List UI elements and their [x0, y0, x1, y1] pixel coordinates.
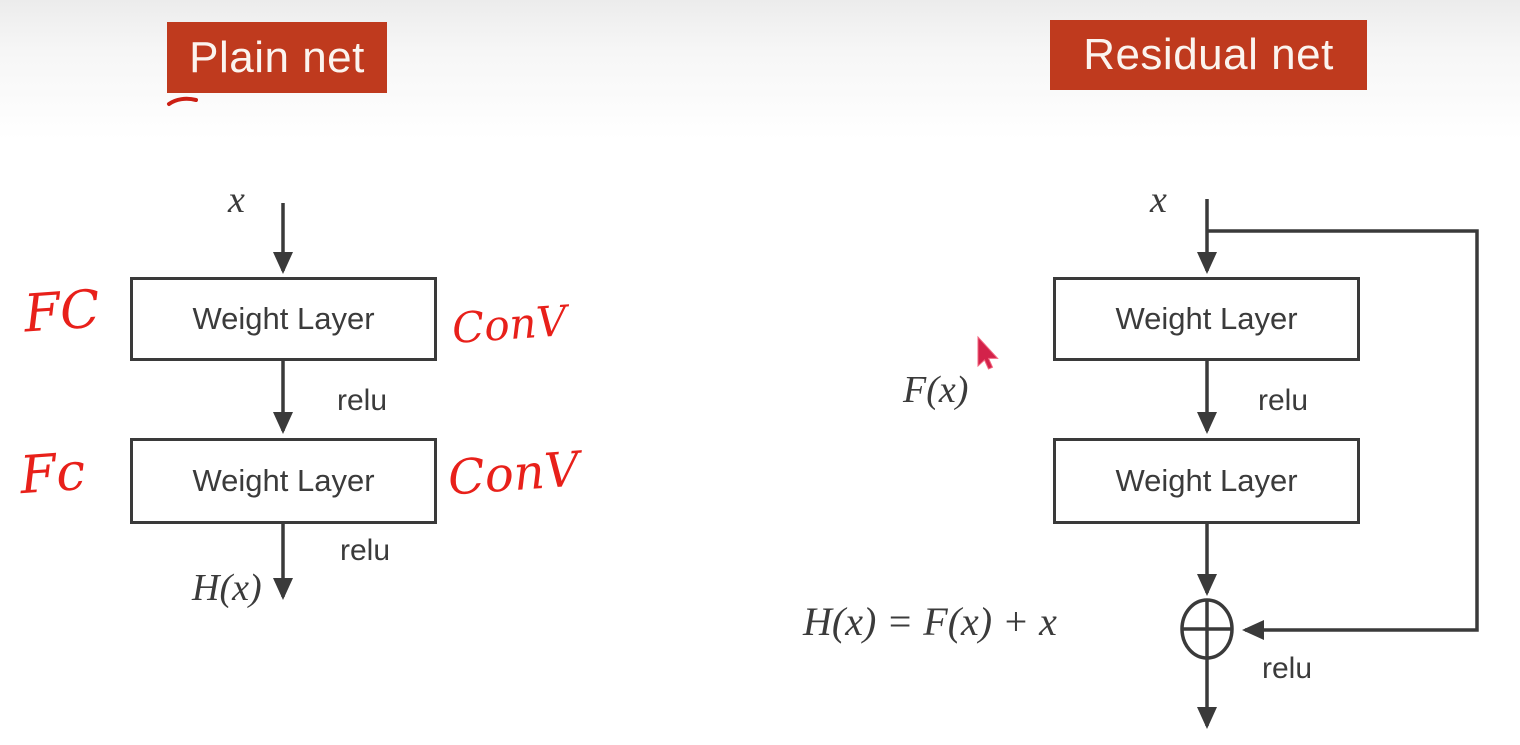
annotation-fc-bottom: Fc: [17, 441, 88, 507]
residual-net-title: Residual net: [1050, 20, 1367, 90]
residual-fx-label: F(x): [903, 369, 969, 411]
residual-weight-layer-1: Weight Layer: [1053, 277, 1360, 361]
plain-relu-label-2: relu: [340, 534, 391, 567]
cursor-arrow-icon: [977, 335, 999, 370]
plain-input-label: x: [228, 179, 245, 221]
annotation-fc-top: FC: [21, 279, 102, 345]
residual-equation: H(x) = F(x) + x: [803, 599, 1057, 644]
annotation-conv-bottom: ConV: [446, 441, 581, 507]
plain-net-title: Plain net: [167, 22, 387, 93]
annotation-conv-top: ConV: [450, 296, 569, 353]
plain-output-label: H(x): [192, 567, 262, 609]
plain-relu-label-1: relu: [337, 384, 388, 417]
residual-input-label: x: [1150, 179, 1167, 221]
residual-relu-label-2: relu: [1262, 652, 1313, 685]
plain-weight-layer-2: Weight Layer: [130, 438, 437, 524]
red-tick-mark: [167, 96, 198, 106]
plain-weight-layer-1: Weight Layer: [130, 277, 437, 361]
circle-plus-icon: [1180, 598, 1234, 660]
residual-weight-layer-2: Weight Layer: [1053, 438, 1360, 524]
residual-relu-label-1: relu: [1258, 384, 1309, 417]
